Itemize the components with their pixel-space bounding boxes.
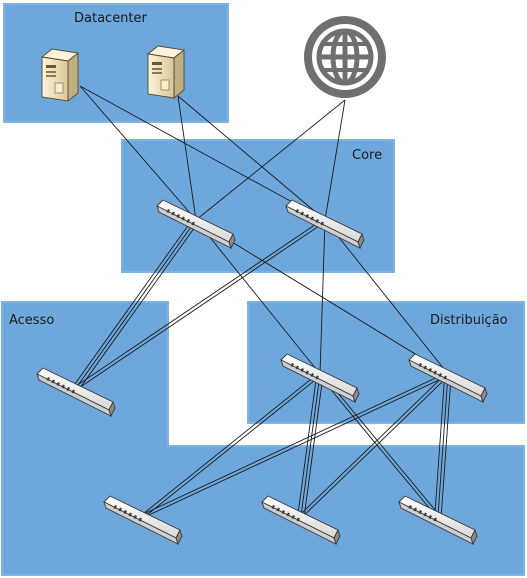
zone-core-label: Core [352, 148, 382, 163]
link-core-switch-2-access-switch-1 [74, 218, 325, 388]
link-server-2-core-switch-2 [177, 95, 326, 221]
link-distribution-switch-2-edge-switch-1 [143, 375, 449, 518]
link-server-2-core-switch-1 [177, 95, 197, 221]
link-distribution-switch-1-edge-switch-2 [300, 373, 321, 517]
link-core-switch-1-distribution-switch-1 [195, 219, 321, 375]
zone-acesso-label: Acesso [9, 313, 54, 328]
zone-datacenter-label: Datacenter [74, 11, 148, 26]
globe-icon [304, 16, 386, 98]
link-distribution-switch-2-edge-switch-3 [440, 374, 452, 517]
link-core-switch-2-access-switch-1 [76, 220, 327, 390]
link-distribution-switch-1-edge-switch-3 [320, 372, 440, 516]
server-icon [41, 48, 79, 102]
link-server-1-core-switch-2 [79, 85, 326, 221]
link-core-switch-1-distribution-switch-2 [195, 219, 449, 375]
links-layer [73, 85, 452, 518]
link-core-switch-1-access-switch-1 [73, 217, 194, 387]
link-distribution-switch-2-edge-switch-2 [299, 372, 448, 516]
link-distribution-switch-1-edge-switch-2 [297, 373, 318, 516]
link-distribution-switch-2-edge-switch-3 [434, 373, 446, 516]
link-distribution-switch-1-edge-switch-1 [143, 374, 322, 518]
link-server-1-core-switch-1 [79, 85, 197, 221]
link-distribution-switch-2-edge-switch-1 [142, 372, 448, 515]
link-distribution-switch-2-edge-switch-2 [301, 374, 450, 518]
link-distribution-switch-2-edge-switch-3 [437, 373, 449, 517]
zone-datacenter [3, 3, 229, 123]
link-core-switch-1-access-switch-1 [75, 219, 197, 389]
link-core-switch-2-distribution-switch-2 [324, 219, 449, 375]
link-distribution-switch-1-edge-switch-2 [303, 374, 324, 517]
link-distribution-switch-1-edge-switch-3 [318, 374, 438, 518]
link-core-switch-2-distribution-switch-1 [319, 219, 326, 375]
link-internet-core-switch-2 [324, 99, 346, 221]
link-internet-core-switch-1 [195, 99, 346, 221]
server-icon [147, 45, 185, 99]
zone-distribuicao-label: Distribuição [430, 313, 508, 328]
link-distribution-switch-1-edge-switch-1 [141, 372, 320, 516]
link-core-switch-1-access-switch-1 [78, 221, 199, 391]
